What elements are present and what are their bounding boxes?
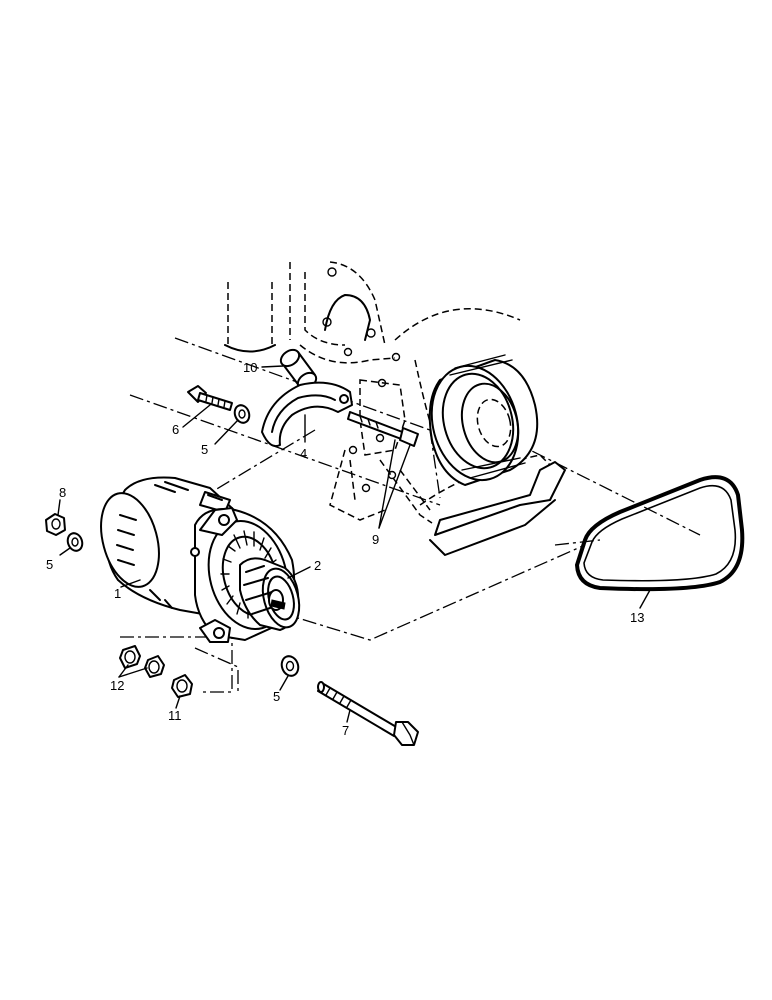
- callout-2: 2: [314, 558, 321, 573]
- callout-4: 4: [300, 446, 307, 461]
- spacers-part-12: [119, 645, 165, 678]
- callout-5-upper: 5: [201, 442, 208, 457]
- washer-part-5-upper: [233, 404, 251, 424]
- washer-part-5-left: [66, 532, 84, 552]
- callout-8: 8: [59, 485, 66, 500]
- callout-7: 7: [342, 723, 349, 738]
- callout-5-left: 5: [46, 557, 53, 572]
- callout-6: 6: [172, 422, 179, 437]
- center-lines: [120, 337, 701, 693]
- callout-11: 11: [168, 708, 182, 723]
- callout-13: 13: [630, 610, 644, 625]
- washer-part-5-lower: [280, 655, 300, 677]
- alternator-pulley-part-2: [239, 557, 301, 631]
- v-belt-part-13: [574, 475, 745, 592]
- engine-block: [224, 261, 521, 524]
- adjusting-bracket-part-4: [261, 381, 353, 448]
- callout-1: 1: [114, 586, 121, 601]
- bolt-part-9: [347, 411, 419, 447]
- callout-10: 10: [243, 360, 257, 375]
- leader-lines: [57, 365, 651, 723]
- crankshaft-pulley: [428, 354, 539, 486]
- callout-12: 12: [110, 678, 124, 693]
- nut-part-8: [45, 513, 66, 536]
- bolt-part-6: [187, 385, 233, 411]
- callout-9: 9: [372, 532, 379, 547]
- bolt-part-7: [317, 681, 419, 746]
- callout-5-lower: 5: [273, 689, 280, 704]
- nut-part-11: [171, 674, 193, 698]
- callout-labels: 1 2 4 5 5 5 6 7 8 9 10 11 12 13: [46, 360, 644, 738]
- timing-cover: [419, 454, 566, 556]
